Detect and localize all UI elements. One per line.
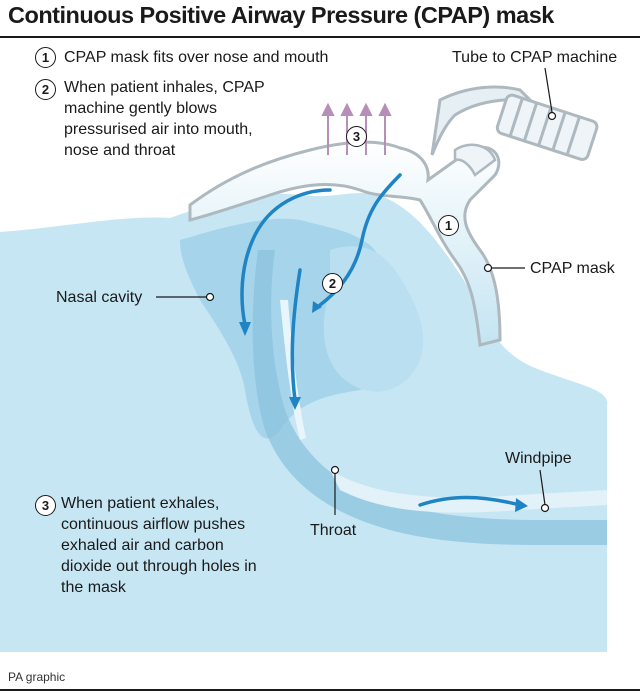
marker-1: 1 [438,215,459,236]
marker-2: 2 [322,273,343,294]
airflow-arrowheads [239,301,528,512]
step-1-number: 1 [35,47,56,68]
step-3-text: When patient exhales, continuous airflow… [61,495,257,596]
credit: PA graphic [8,670,66,684]
hose-shape [430,85,534,156]
mask-connector [453,143,497,177]
step-3-number: 3 [35,495,56,516]
oesophagus-shape [330,470,607,513]
label-nasal-cavity: Nasal cavity [56,289,143,306]
label-windpipe: Windpipe [505,450,572,467]
label-throat: Throat [310,522,357,539]
leader-lines [156,67,557,515]
step-2-text: When patient inhales, CPAP machine gentl… [64,79,265,159]
cpap-mask-shape [188,140,502,347]
label-cpap-mask: CPAP mask [530,260,615,277]
title-divider [0,36,640,38]
step-2-number: 2 [35,79,56,100]
page-title: Continuous Positive Airway Pressure (CPA… [8,2,554,28]
bottom-divider [0,689,640,691]
tongue-shape [323,246,424,392]
marker-3: 3 [346,126,367,147]
label-tube: Tube to CPAP machine [452,49,618,66]
step-1-text: CPAP mask fits over nose and mouth [64,49,329,66]
exhale-arrows [321,102,392,155]
hose-tube [495,93,599,161]
